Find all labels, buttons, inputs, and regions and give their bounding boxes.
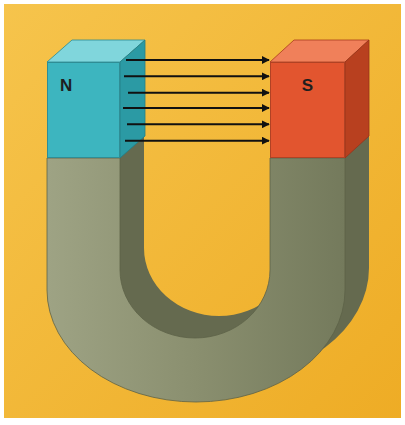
pole-label: S	[302, 77, 313, 96]
field-line-arrow	[127, 123, 269, 125]
field-line-arrow	[128, 92, 269, 94]
field-line-arrow	[123, 107, 269, 109]
north-pole: N	[47, 62, 120, 158]
pole-label: N	[60, 77, 72, 96]
south-pole: S	[270, 62, 345, 158]
field-line-arrow	[124, 75, 269, 77]
field-line-arrow	[126, 59, 269, 61]
field-line-arrow	[125, 140, 269, 142]
background-panel	[4, 4, 401, 418]
south-pole-side	[345, 40, 369, 158]
magnet-body	[47, 158, 345, 402]
